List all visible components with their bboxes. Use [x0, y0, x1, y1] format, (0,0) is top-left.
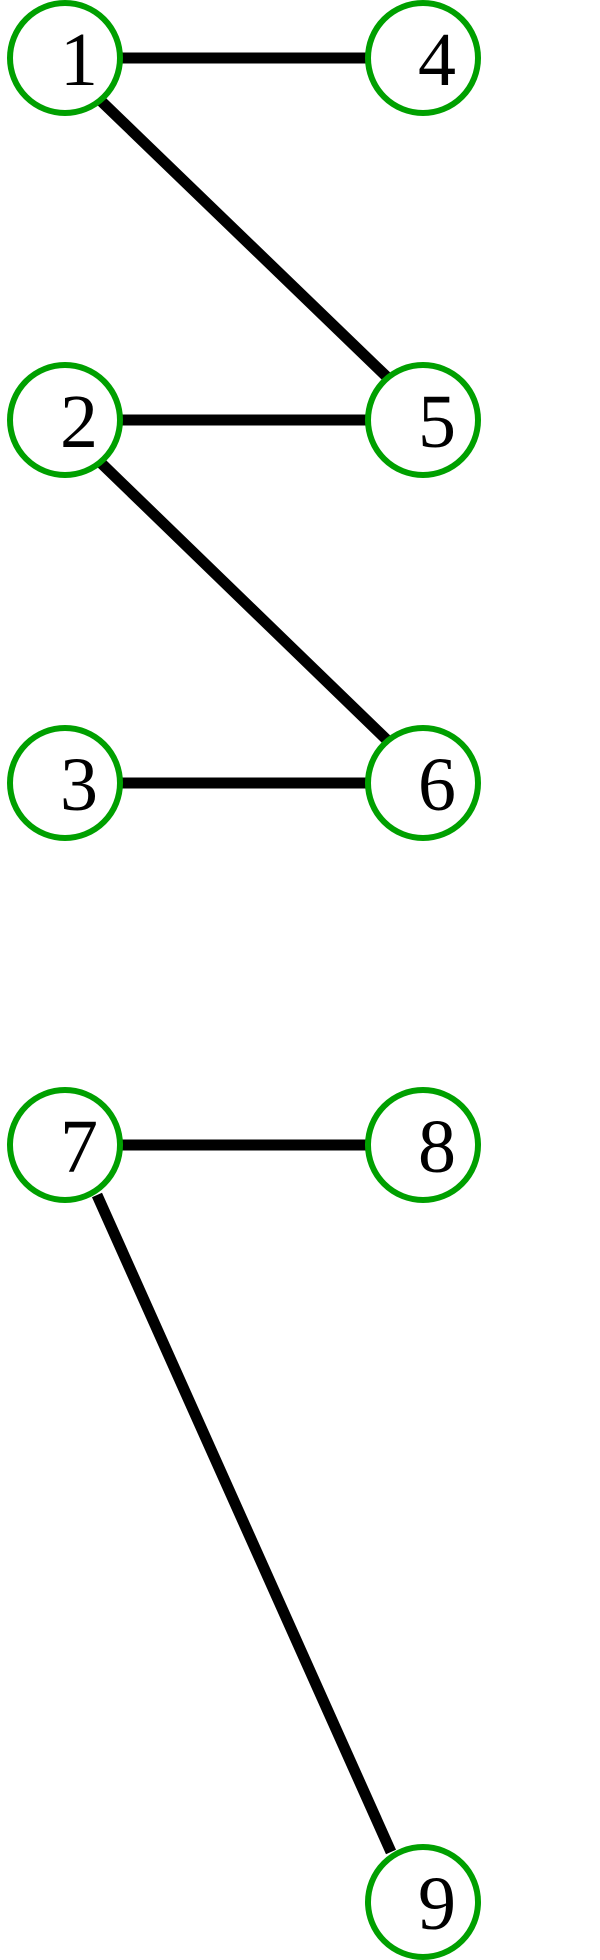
graph-node-6[interactable]: 6 [365, 725, 481, 841]
node-label-4: 4 [418, 18, 456, 102]
node-label-9: 9 [418, 1862, 456, 1946]
graph-node-8[interactable]: 8 [365, 1087, 481, 1203]
node-circle-7 [7, 1087, 123, 1203]
node-circle-9 [365, 1844, 481, 1960]
node-circle-1 [7, 0, 123, 116]
node-circle-2 [7, 362, 123, 478]
node-label-2: 2 [60, 380, 98, 464]
graph-node-7[interactable]: 7 [7, 1087, 123, 1203]
nodes-layer: 1 2 3 4 5 6 7 8 9 [7, 0, 481, 1960]
node-circle-6 [365, 725, 481, 841]
graph-edge-7-9 [91, 1192, 397, 1855]
node-label-3: 3 [60, 743, 98, 827]
node-circle-3 [7, 725, 123, 841]
graph-node-9[interactable]: 9 [365, 1844, 481, 1960]
node-circle-8 [365, 1087, 481, 1203]
graph-node-5[interactable]: 5 [365, 362, 481, 478]
edges-layer [91, 52, 397, 1855]
node-label-1: 1 [60, 18, 98, 102]
node-circle-4 [365, 0, 481, 116]
graph-node-3[interactable]: 3 [7, 725, 123, 841]
node-circle-5 [365, 362, 481, 478]
graph-edge-1-5 [96, 96, 392, 382]
graph-node-1[interactable]: 1 [7, 0, 123, 116]
node-label-6: 6 [418, 743, 456, 827]
graph-node-4[interactable]: 4 [365, 0, 481, 116]
node-label-7: 7 [60, 1105, 98, 1189]
node-label-8: 8 [418, 1105, 456, 1189]
graph-edge-2-6 [96, 458, 392, 745]
node-label-5: 5 [418, 380, 456, 464]
graph-node-2[interactable]: 2 [7, 362, 123, 478]
